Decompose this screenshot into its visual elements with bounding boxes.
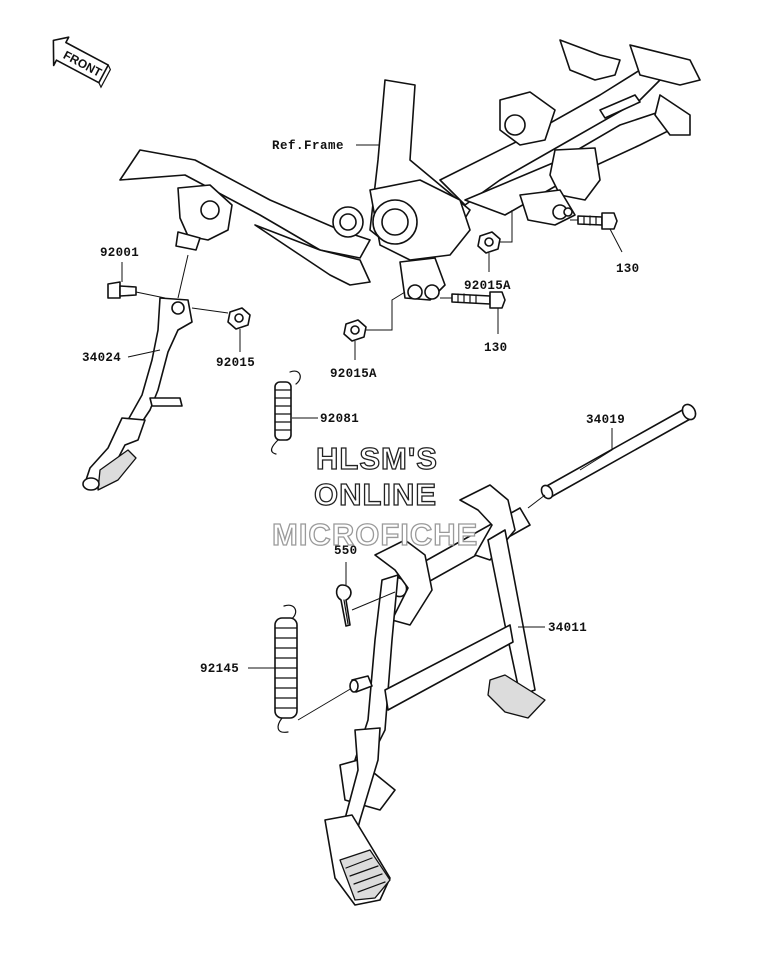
bolt-130-upper-icon — [577, 212, 618, 230]
front-arrow-icon: FRONT — [52, 36, 112, 89]
spring-92145-icon — [274, 604, 298, 733]
watermark: HLSM'S ONLINE MICROFICHE — [271, 440, 478, 552]
watermark-line1: HLSM'S — [316, 441, 438, 476]
part-label-92081: 92081 — [320, 412, 359, 426]
part-label-92015a-lower: 92015A — [330, 367, 377, 381]
part-label-92015a-upper: 92015A — [464, 279, 511, 293]
ref-frame-label: Ref.Frame — [272, 139, 344, 153]
part-label-130-lower: 130 — [484, 341, 507, 355]
frame-reference — [119, 39, 701, 301]
part-label-92015: 92015 — [216, 356, 255, 370]
nut-92015a-upper-icon — [477, 231, 501, 254]
pivot-shaft-34019 — [540, 403, 697, 500]
spring-anchor-pin-icon — [349, 675, 373, 693]
part-label-92145: 92145 — [200, 662, 239, 676]
spring-92081-icon — [270, 370, 301, 455]
center-stand-34011 — [324, 484, 546, 906]
nut-92015-icon — [227, 307, 251, 330]
part-label-92001: 92001 — [100, 246, 139, 260]
part-label-34011: 34011 — [548, 621, 587, 635]
bolt-92001-icon — [107, 281, 137, 299]
watermark-line3: MICROFICHE — [272, 517, 478, 552]
part-label-130-upper: 130 — [616, 262, 639, 276]
part-label-34019: 34019 — [586, 413, 625, 427]
part-label-34024: 34024 — [82, 351, 121, 365]
cotter-pin-550-icon — [335, 584, 352, 627]
bolt-130-lower-icon — [451, 291, 506, 309]
watermark-line2: ONLINE — [314, 477, 437, 512]
side-stand-34024 — [82, 297, 193, 491]
part-label-550: 550 — [334, 544, 357, 558]
nut-92015a-lower-icon — [343, 319, 367, 342]
